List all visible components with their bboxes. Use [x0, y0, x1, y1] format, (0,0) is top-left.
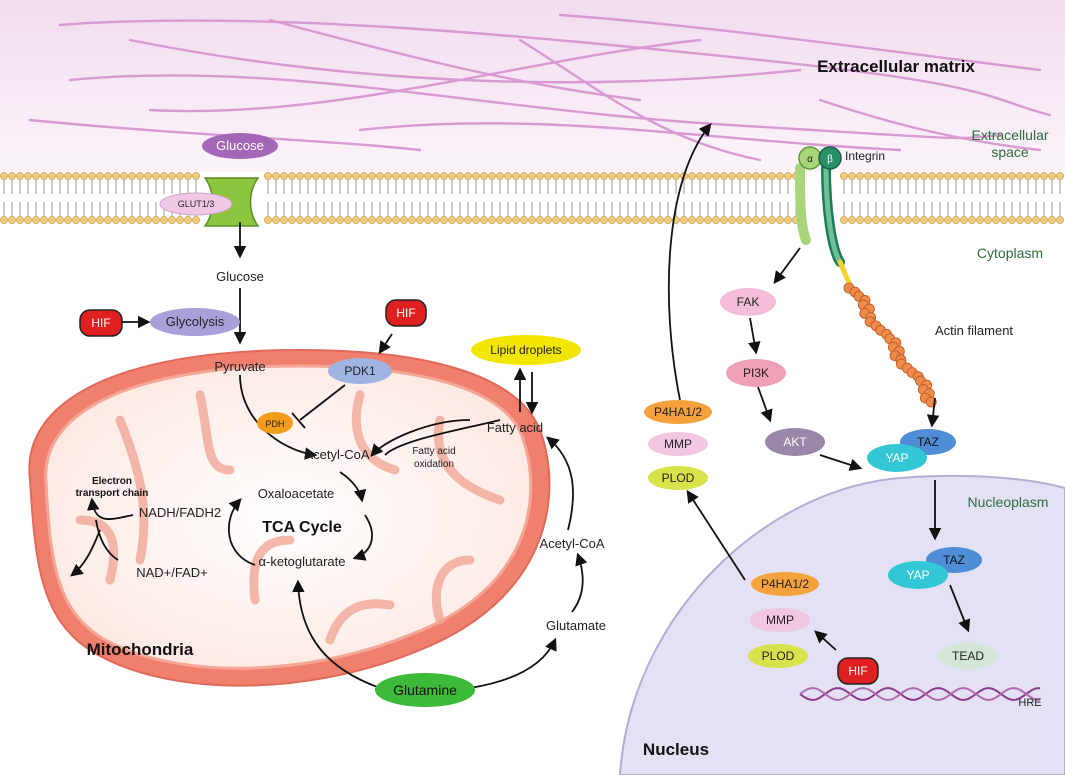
tca-cycle-label: TCA Cycle — [262, 519, 342, 536]
lipid-droplets-node — [471, 335, 581, 365]
hif-label-2: HIF — [396, 306, 415, 320]
pdk1-node — [328, 358, 392, 384]
pdk1-label: PDK1 — [344, 364, 376, 378]
glycolysis-label: Glycolysis — [166, 314, 225, 329]
acetyl-coa-outer-label: Acetyl-CoA — [539, 536, 604, 551]
extracellular-space — [0, 0, 1065, 172]
glucose-outside-label: Glucose — [216, 138, 264, 153]
p4ha-nuc-node — [751, 572, 819, 596]
glucose-outside-node — [202, 133, 278, 159]
p4ha-cyto-label: P4HA1/2 — [654, 405, 702, 419]
pyruvate-label: Pyruvate — [214, 359, 265, 374]
nad-label: NAD+/FAD+ — [136, 565, 208, 580]
lipid-droplets-label: Lipid droplets — [490, 343, 561, 357]
akt-node — [765, 428, 825, 456]
akg-label: α-ketoglutarate — [258, 554, 345, 569]
mitochondria-nodes: PDH Acetyl-CoA Oxaloacetate TCA Cycle α-… — [76, 412, 370, 580]
cytoplasm-label: Cytoplasm — [977, 245, 1043, 261]
mmp-cyto-node — [648, 432, 708, 456]
tead-label: TEAD — [952, 649, 984, 663]
fak-label: FAK — [737, 295, 760, 309]
integrin-beta-label: β — [827, 154, 833, 165]
yap-nuc-node — [888, 561, 948, 589]
fatty-acid-label: Fatty acid — [487, 420, 543, 435]
tead-node — [938, 643, 998, 669]
hif-nuc-label: HIF — [848, 664, 867, 678]
plod-nuc-label: PLOD — [762, 649, 795, 663]
ecm-fibers — [28, 13, 1052, 162]
oxaloacetate-label: Oxaloacetate — [258, 486, 335, 501]
fak-node — [720, 288, 776, 316]
mitochondria — [28, 348, 551, 687]
extracellular-space-label-2: space — [991, 144, 1029, 160]
pi3k-node — [726, 359, 786, 387]
glycolysis-node — [150, 308, 240, 336]
glutamine-node — [375, 673, 475, 707]
taz-nuc-label: TAZ — [943, 553, 965, 567]
mmp-nuc-label: MMP — [766, 613, 794, 627]
plod-nuc-node — [748, 644, 808, 668]
glutamate-label: Glutamate — [546, 618, 606, 633]
yap-nuc-label: YAP — [906, 568, 929, 582]
integrin-alpha-label: α — [807, 154, 813, 165]
glut-label: GLUT1/3 — [178, 199, 215, 209]
dna-helix — [799, 686, 1041, 702]
etc-label-2: transport chain — [76, 488, 149, 499]
p4ha-nuc-label: P4HA1/2 — [761, 577, 809, 591]
hre-label: HRE — [1018, 697, 1041, 709]
hif-nuc-node — [837, 657, 879, 685]
hif-node-1 — [79, 309, 123, 337]
nucleoplasm-label: Nucleoplasm — [968, 494, 1049, 510]
taz-label: TAZ — [917, 435, 939, 449]
hif-label-1: HIF — [91, 316, 110, 330]
plasma-membrane — [0, 172, 1065, 224]
pdh-label: PDH — [265, 419, 284, 429]
p4ha-cyto-node — [644, 400, 712, 424]
yap-label: YAP — [885, 451, 908, 465]
nucleus-nodes: TAZ YAP TEAD P4HA1/2 MMP PLOD HIF — [748, 547, 998, 685]
glucose-inside-label: Glucose — [216, 269, 264, 284]
extracellular-matrix-label: Extracellular matrix — [817, 57, 975, 76]
integrin-label: Integrin — [845, 149, 885, 163]
actin-filament-label: Actin filament — [935, 323, 1013, 338]
pi3k-label: PI3K — [743, 366, 769, 380]
extracellular-space-label-1: Extracellular — [971, 127, 1048, 143]
cytoplasm-nodes: Glucose HIF Glycolysis Pyruvate HIF PDK1… — [79, 269, 956, 707]
glut-transporter: GLUT1/3 — [159, 177, 260, 227]
hif-node-2 — [385, 299, 427, 327]
mitochondria-label: Mitochondria — [87, 640, 194, 659]
actin-filament — [843, 282, 937, 408]
glutamine-label: Glutamine — [393, 682, 457, 698]
fatty-acid-oxidation-label-1: Fatty acid — [412, 446, 455, 457]
nadh-label: NADH/FADH2 — [139, 505, 221, 520]
plod-cyto-label: PLOD — [662, 471, 695, 485]
mmp-cyto-label: MMP — [664, 437, 692, 451]
nucleus-label: Nucleus — [643, 740, 709, 759]
pathway-arrows — [70, 123, 971, 689]
mmp-nuc-node — [750, 608, 810, 632]
fatty-acid-oxidation-label-2: oxidation — [414, 459, 454, 470]
akt-label: AKT — [783, 435, 807, 449]
etc-label-1: Electron — [92, 476, 132, 487]
plod-cyto-node — [648, 466, 708, 490]
yap-node — [867, 444, 927, 472]
pdh-node — [257, 412, 293, 434]
acetyl-coa-label: Acetyl-CoA — [304, 447, 369, 462]
integrin: α β Integrin — [795, 146, 885, 288]
